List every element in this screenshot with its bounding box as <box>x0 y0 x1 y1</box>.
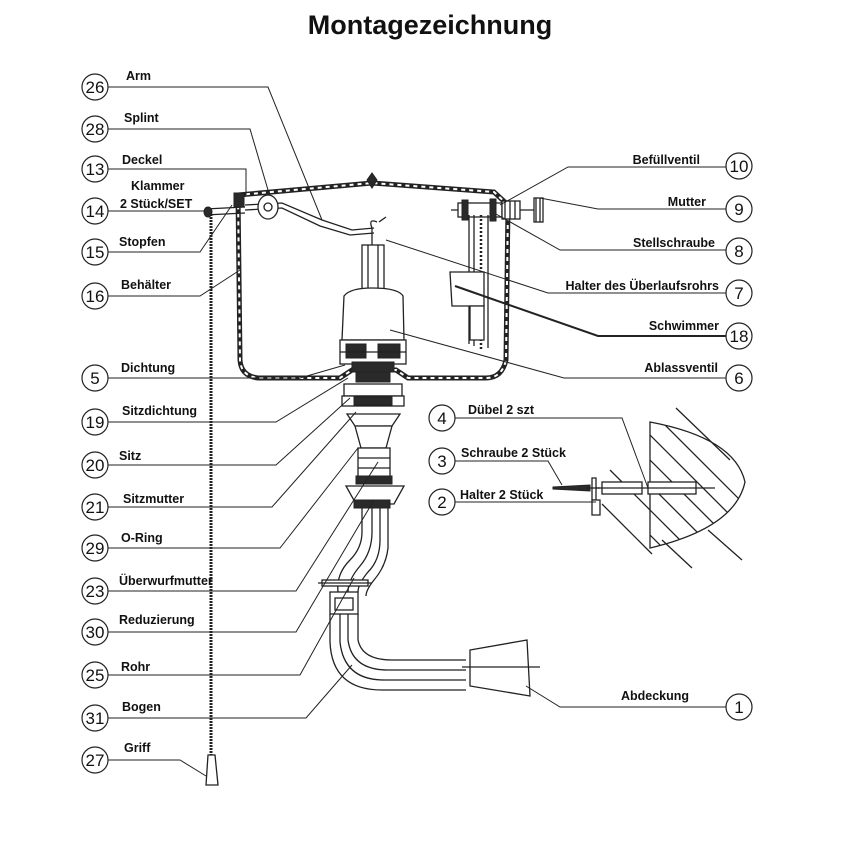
callout-label: Splint <box>124 111 160 125</box>
callout-number: 31 <box>86 709 105 728</box>
callout-number: 8 <box>734 242 743 261</box>
diagram-title: Montagezeichnung <box>307 10 553 40</box>
callout-30: 30 Reduzierung <box>81 613 195 646</box>
callout-8: 8 Stellschraube <box>633 236 753 265</box>
callout-31: 31 Bogen <box>81 700 161 732</box>
callout-14: 14 Klammer 2 Stück/SET <box>81 179 193 225</box>
callout-label: Schwimmer <box>649 319 719 333</box>
callout-number: 13 <box>86 160 105 179</box>
callout-label: Sitzmutter <box>123 492 184 506</box>
callout-number: 3 <box>437 452 446 471</box>
callout-number: 10 <box>730 157 749 176</box>
callout-label: Halter 2 Stück <box>460 488 543 502</box>
callout-number: 16 <box>86 287 105 306</box>
flush-pipe <box>318 508 540 697</box>
callout-label: Sitz <box>119 449 141 463</box>
callout-number: 25 <box>86 666 105 685</box>
callout-label: Reduzierung <box>119 613 195 627</box>
callout-number: 4 <box>437 409 446 428</box>
cover-abdeckung <box>469 639 531 697</box>
callout-3: 3 Schraube 2 Stück <box>428 446 566 475</box>
callout-18: 18 Schwimmer <box>649 319 753 350</box>
callout-4: 4 Dübel 2 szt <box>428 403 535 432</box>
callout-number: 26 <box>86 78 105 97</box>
callout-label: Deckel <box>122 153 162 167</box>
callout-label: Dichtung <box>121 361 175 375</box>
callout-29: 29 O-Ring <box>81 531 163 562</box>
callout-13: 13 Deckel <box>81 153 162 183</box>
callout-25: 25 Rohr <box>81 660 150 689</box>
callout-label: Arm <box>126 69 151 83</box>
callout-6: 6 Ablassventil <box>644 361 753 392</box>
callout-5: 5 Dichtung <box>81 361 175 392</box>
callout-9: 9 Mutter <box>668 195 753 223</box>
callout-number: 9 <box>734 200 743 219</box>
callout-number: 28 <box>86 120 105 139</box>
callout-label: Griff <box>124 741 151 755</box>
callout-number: 19 <box>86 413 105 432</box>
callout-number: 27 <box>86 751 105 770</box>
callout-16: 16 Behälter <box>81 278 171 310</box>
callout-20: 20 Sitz <box>81 449 141 479</box>
callout-label: Ablassventil <box>644 361 718 375</box>
callout-label: Schraube 2 Stück <box>461 446 566 460</box>
callout-label: Überwurfmutter <box>119 573 213 588</box>
wall-mount <box>552 407 746 569</box>
callout-number: 23 <box>86 582 105 601</box>
callout-label: Behälter <box>121 278 171 292</box>
callout-number: 18 <box>730 327 749 346</box>
callout-number: 2 <box>437 493 446 512</box>
callout-26: 26 Arm <box>81 69 151 101</box>
callout-number: 14 <box>86 202 105 221</box>
callout-21: 21 Sitzmutter <box>81 492 184 521</box>
callout-number: 20 <box>86 456 105 475</box>
callout-28: 28 Splint <box>81 111 160 143</box>
callout-27: 27 Griff <box>81 741 151 774</box>
callout-number: 7 <box>734 284 743 303</box>
callout-15: 15 Stopfen <box>81 235 166 266</box>
callout-number: 5 <box>90 369 99 388</box>
callout-label: Befüllventil <box>633 153 700 167</box>
callout-label: O-Ring <box>121 531 163 545</box>
callout-label: Klammer <box>131 179 185 193</box>
callout-number: 30 <box>86 623 105 642</box>
callout-number: 15 <box>86 243 105 262</box>
callout-label: Dübel 2 szt <box>468 403 535 417</box>
handle-griff <box>205 754 219 786</box>
callout-2: 2 Halter 2 Stück <box>428 488 543 516</box>
fill-valve <box>449 197 544 350</box>
callout-1: 1 Abdeckung <box>621 689 753 721</box>
callout-label: Rohr <box>121 660 150 674</box>
callout-19: 19 Sitzdichtung <box>81 404 197 436</box>
leader-lines <box>108 86 726 777</box>
cistern-tank <box>235 172 511 381</box>
callout-label: Stellschraube <box>633 236 715 250</box>
callout-label: Halter des Überlaufsrohrs <box>565 278 719 293</box>
callout-label: Mutter <box>668 195 706 209</box>
callout-label: Stopfen <box>119 235 166 249</box>
callout-10: 10 Befüllventil <box>633 152 753 180</box>
callout-label: Abdeckung <box>621 689 689 703</box>
callout-number: 6 <box>734 369 743 388</box>
callout-number: 29 <box>86 539 105 558</box>
callout-number: 1 <box>734 698 743 717</box>
callout-23: 23 Überwurfmutter <box>81 573 213 605</box>
callout-7: 7 Halter des Überlaufsrohrs <box>565 278 753 307</box>
flush-valve <box>339 216 407 509</box>
callout-number: 21 <box>86 498 105 517</box>
lever-assembly <box>203 192 375 236</box>
callout-label: Bogen <box>122 700 161 714</box>
callout-label-line2: 2 Stück/SET <box>120 197 193 211</box>
pull-rod <box>205 214 219 786</box>
callout-label: Sitzdichtung <box>122 404 197 418</box>
